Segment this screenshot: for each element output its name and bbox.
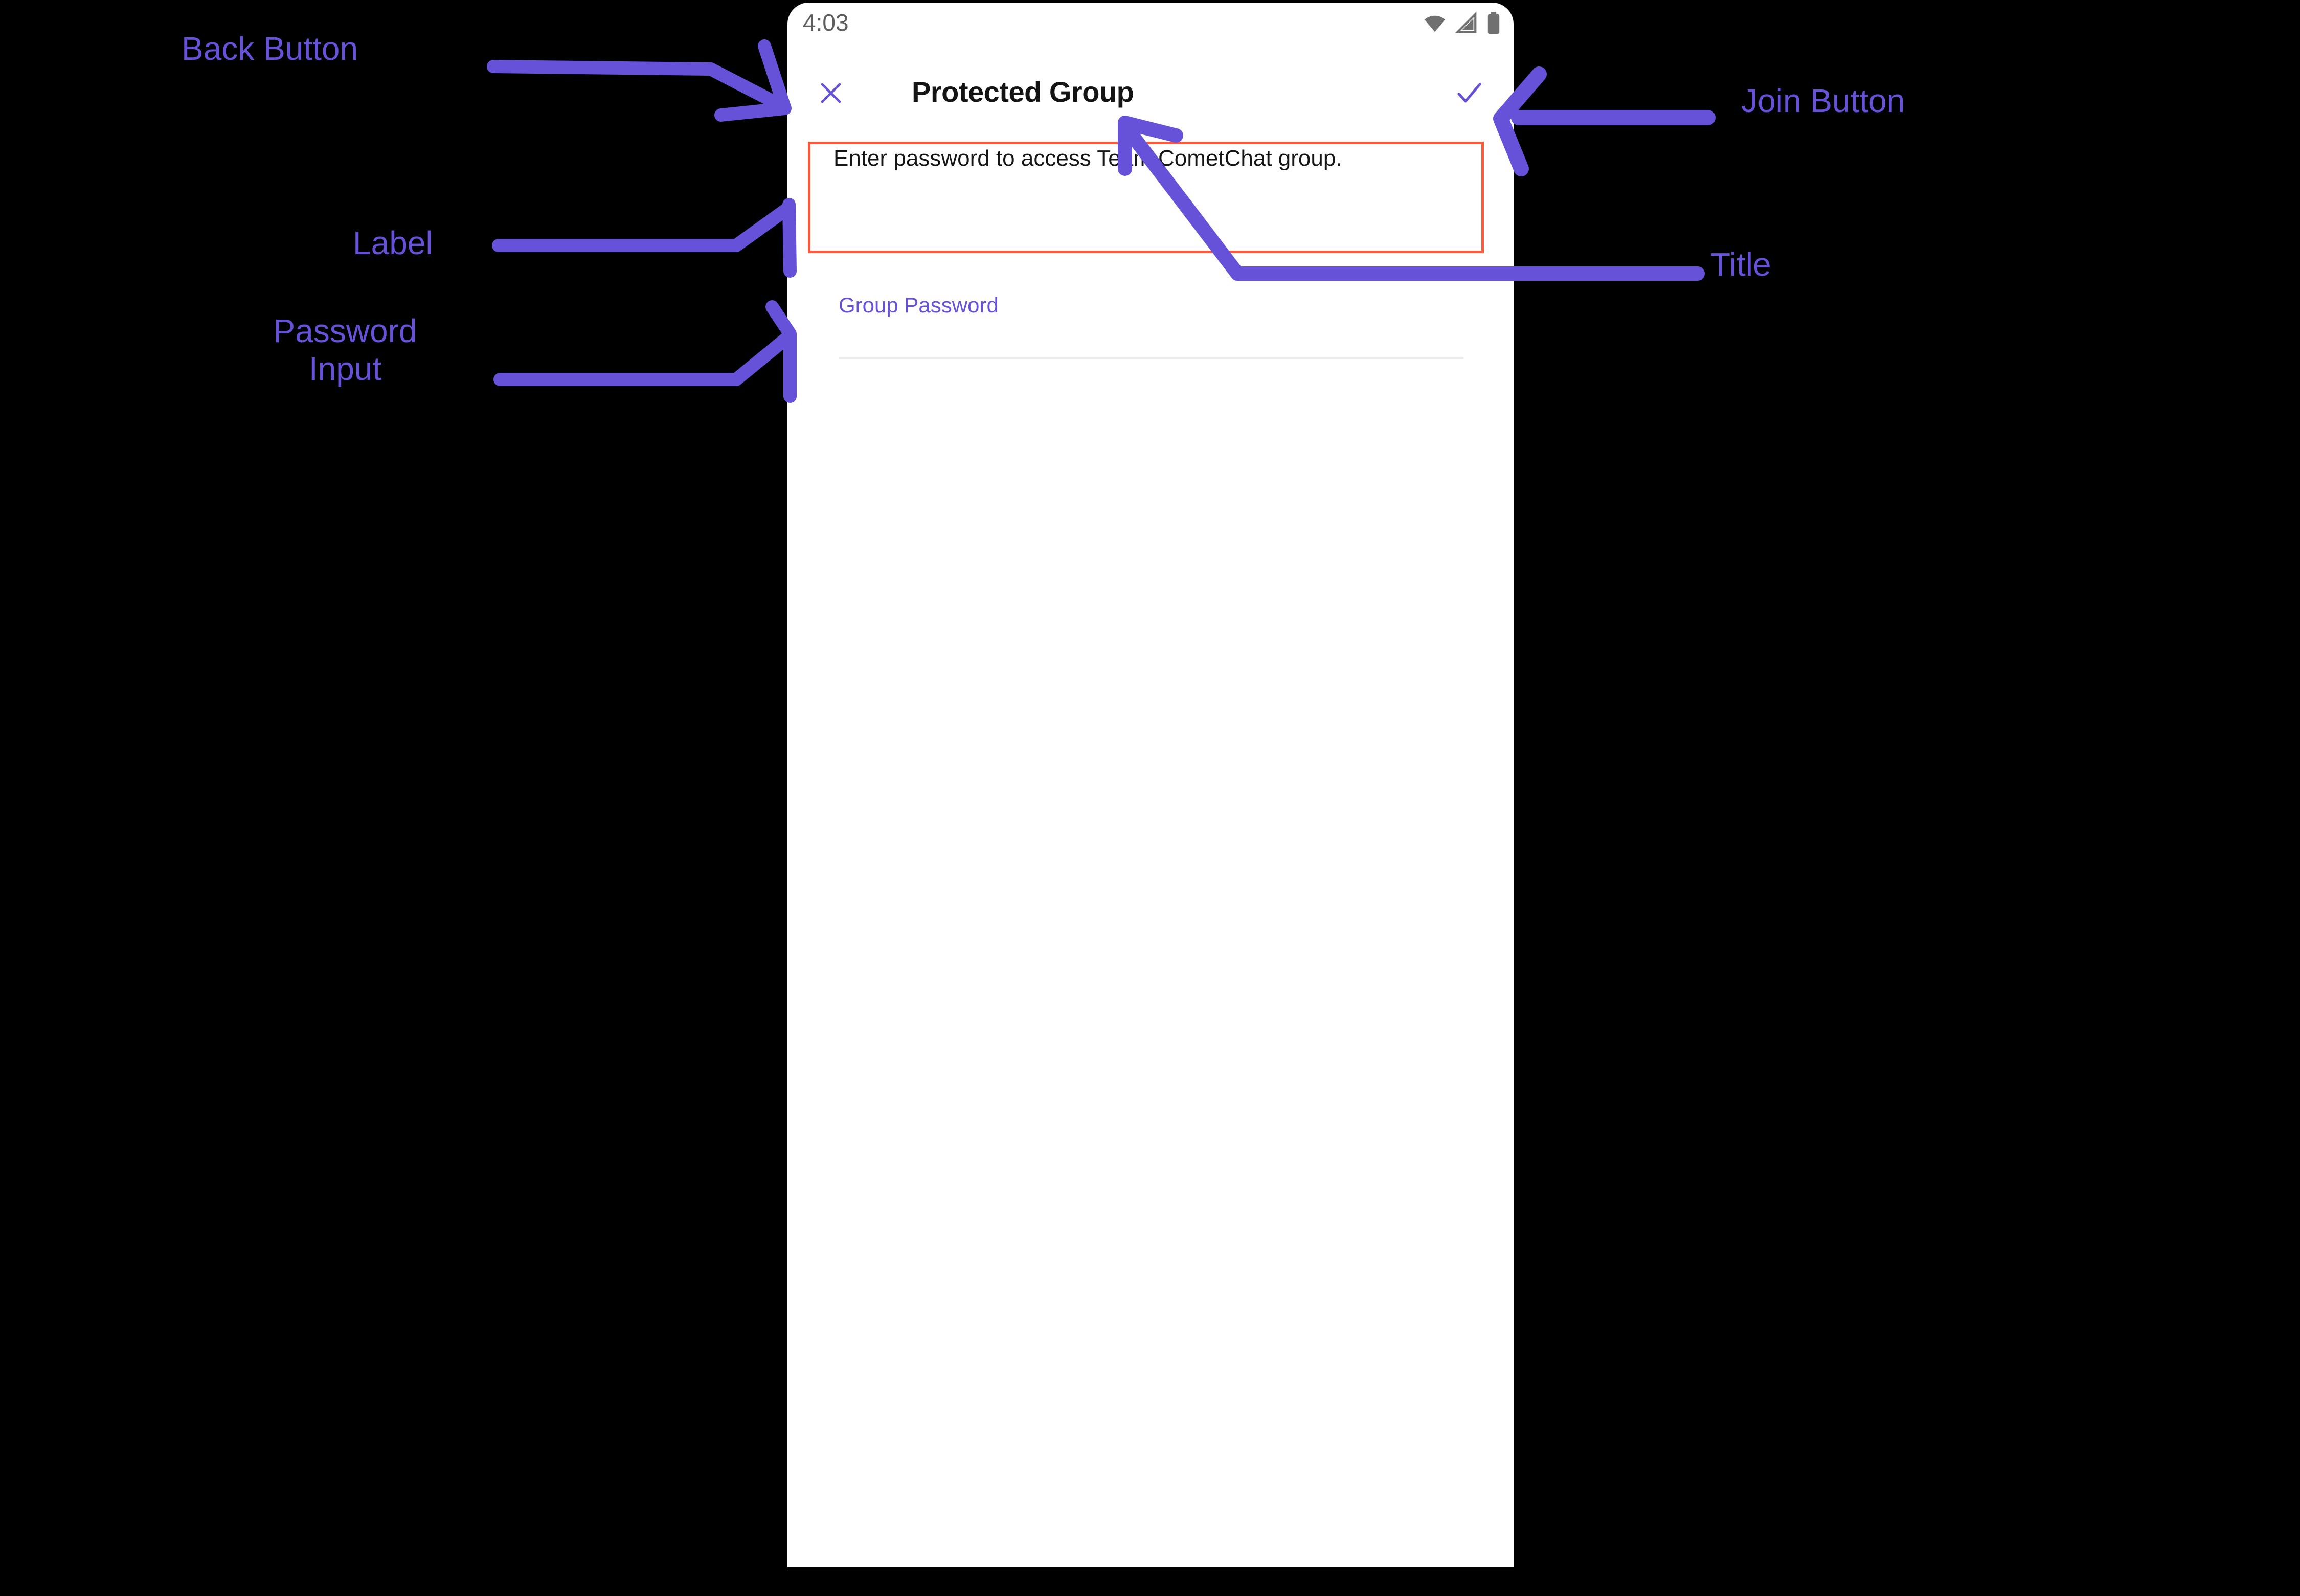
status-bar: 4:03	[787, 3, 1514, 42]
arrow-password-input	[493, 300, 797, 403]
close-x-icon	[816, 78, 846, 110]
cellular-signal-icon	[1454, 11, 1479, 37]
annotation-back-button: Back Button	[182, 30, 358, 67]
page-title: Protected Group	[912, 76, 1134, 108]
status-bar-time: 4:03	[803, 9, 849, 36]
description-label: Enter password to access Team CometChat …	[833, 146, 1342, 171]
wifi-icon	[1422, 11, 1448, 37]
arrow-back-button	[487, 39, 792, 122]
annotation-label: Label	[353, 224, 433, 261]
password-input[interactable]	[839, 352, 1463, 359]
annotation-title: Title	[1710, 246, 1771, 283]
annotation-join-button: Join Button	[1741, 82, 1905, 119]
password-field-group: Group Password	[839, 291, 1463, 359]
status-bar-icons	[1422, 11, 1502, 38]
checkmark-icon	[1453, 77, 1485, 112]
password-field-label: Group Password	[839, 293, 999, 317]
back-button[interactable]	[814, 77, 848, 111]
join-button[interactable]	[1451, 76, 1487, 112]
arrow-label	[492, 198, 797, 278]
arrow-join-button	[1493, 66, 1716, 176]
phone-screen: 4:03	[787, 3, 1514, 1567]
app-bar: Protected Group	[787, 64, 1514, 124]
battery-icon	[1485, 11, 1502, 38]
annotation-password-input: Password Input	[273, 312, 417, 387]
